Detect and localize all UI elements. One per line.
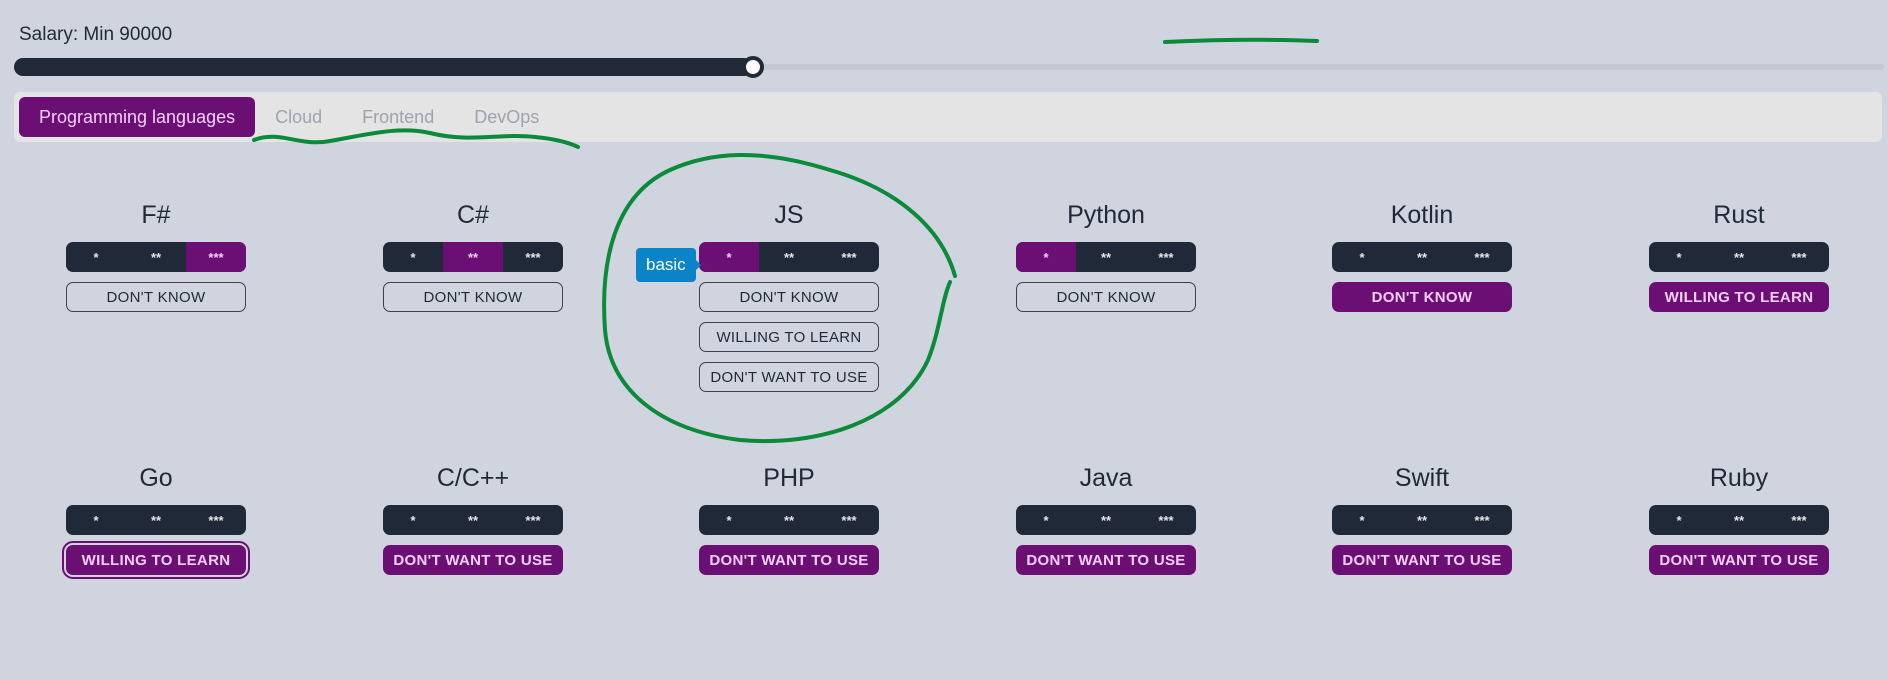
dont-want-to-use-button[interactable]: DON'T WANT TO USE (1016, 545, 1196, 575)
dont-know-button[interactable]: DON'T KNOW (1016, 282, 1196, 312)
skill-level-selector: ****** (1649, 505, 1829, 535)
level-3-button[interactable]: *** (1474, 512, 1490, 528)
language-card-php: PHP******DON'T WANT TO USE (699, 463, 879, 575)
tab-devops[interactable]: DevOps (474, 106, 540, 127)
language-card-c-sharp: C#******DON'T KNOW (383, 200, 563, 312)
level-2-button[interactable]: ** (1416, 512, 1428, 528)
level-1-button[interactable]: * (1016, 242, 1076, 272)
skill-level-selector: ****** (1016, 242, 1196, 272)
language-card-kotlin: Kotlin******DON'T KNOW (1332, 200, 1512, 312)
skill-level-selector: ****** (383, 242, 563, 272)
language-name: Rust (1713, 201, 1765, 229)
language-card-rust: Rust******WILLING TO LEARN (1649, 200, 1829, 312)
level-3-button[interactable]: *** (1791, 249, 1807, 265)
language-card-f-sharp: F#******DON'T KNOW (66, 200, 246, 312)
dont-know-button[interactable]: DON'T KNOW (699, 282, 879, 312)
level-2-button[interactable]: ** (783, 249, 795, 265)
level-2-button[interactable]: ** (1100, 249, 1112, 265)
level-2-button[interactable]: ** (1100, 512, 1112, 528)
level-3-button[interactable]: *** (1791, 512, 1807, 528)
skill-level-selector: ****** (1332, 242, 1512, 272)
level-1-button[interactable]: * (1676, 512, 1682, 528)
level-3-button[interactable]: *** (1158, 512, 1174, 528)
level-1-button[interactable]: * (1359, 249, 1365, 265)
language-card-java: Java******DON'T WANT TO USE (1016, 463, 1196, 575)
tab-programming-languages[interactable]: Programming languages (19, 97, 256, 137)
dont-want-to-use-button[interactable]: DON'T WANT TO USE (699, 545, 879, 575)
language-card-swift: Swift******DON'T WANT TO USE (1332, 463, 1512, 575)
skill-level-selector: ****** (699, 242, 879, 272)
skill-level-selector: ****** (699, 505, 879, 535)
level-3-button[interactable]: *** (1474, 249, 1490, 265)
dont-want-to-use-button[interactable]: DON'T WANT TO USE (1332, 545, 1512, 575)
level-1-button[interactable]: * (1043, 512, 1049, 528)
skill-level-selector: ****** (66, 242, 246, 272)
language-name: Go (139, 464, 173, 492)
level-2-button[interactable]: ** (1416, 249, 1428, 265)
level-2-button[interactable]: ** (150, 512, 162, 528)
level-1-button[interactable]: * (1359, 512, 1365, 528)
level-1-button[interactable]: * (699, 242, 759, 272)
skill-level-selector: ****** (1016, 505, 1196, 535)
language-name: F# (141, 201, 171, 229)
level-1-button[interactable]: * (93, 512, 99, 528)
level-2-button[interactable]: ** (783, 512, 795, 528)
willing-to-learn-button[interactable]: WILLING TO LEARN (62, 541, 250, 579)
level-3-button[interactable]: *** (525, 512, 541, 528)
slider-track[interactable] (14, 64, 1884, 70)
skill-level-selector: ****** (66, 505, 246, 535)
level-2-button[interactable]: ** (1733, 249, 1745, 265)
level-2-button[interactable]: ** (1733, 512, 1745, 528)
language-name: JS (774, 201, 804, 229)
level-3-button[interactable]: *** (208, 512, 224, 528)
level-2-button[interactable]: ** (443, 242, 503, 272)
category-tabs: Programming languages Cloud Frontend Dev… (14, 92, 1882, 142)
language-name: C# (457, 201, 489, 229)
slider-fill (14, 58, 753, 76)
level-1-button[interactable]: * (726, 512, 732, 528)
language-name: PHP (763, 464, 815, 492)
dont-know-button[interactable]: DON'T KNOW (383, 282, 563, 312)
language-name: C/C++ (436, 464, 510, 492)
language-card-ruby: Ruby******DON'T WANT TO USE (1649, 463, 1829, 575)
language-name: Ruby (1709, 464, 1769, 492)
annotation-underline-top (1163, 37, 1319, 44)
dont-want-to-use-button[interactable]: DON'T WANT TO USE (383, 545, 563, 575)
tab-cloud[interactable]: Cloud (275, 106, 323, 127)
salary-slider[interactable] (14, 56, 1884, 78)
skill-level-selector: ****** (383, 505, 563, 535)
level-tooltip: basic (636, 248, 701, 282)
level-1-button[interactable]: * (93, 249, 99, 265)
level-3-button[interactable]: *** (186, 242, 246, 272)
skill-level-selector: ****** (1649, 242, 1829, 272)
willing-to-learn-button[interactable]: WILLING TO LEARN (699, 322, 879, 352)
salary-label: Salary: Min 90000 (19, 24, 173, 45)
language-name: Python (1067, 201, 1145, 229)
skill-level-selector: ****** (1332, 505, 1512, 535)
dont-want-to-use-button[interactable]: DON'T WANT TO USE (699, 362, 879, 392)
level-3-button[interactable]: *** (841, 249, 857, 265)
level-2-button[interactable]: ** (150, 249, 162, 265)
language-name: Kotlin (1390, 201, 1454, 229)
level-1-button[interactable]: * (1676, 249, 1682, 265)
level-2-button[interactable]: ** (467, 512, 479, 528)
slider-thumb[interactable] (741, 56, 764, 78)
language-card-python: Python******DON'T KNOW (1016, 200, 1196, 312)
language-name: Swift (1394, 464, 1450, 492)
language-card-go: Go******WILLING TO LEARN (62, 463, 250, 579)
dont-know-button[interactable]: DON'T KNOW (66, 282, 246, 312)
dont-want-to-use-button[interactable]: DON'T WANT TO USE (1649, 545, 1829, 575)
tab-frontend[interactable]: Frontend (362, 106, 435, 127)
willing-to-learn-button[interactable]: WILLING TO LEARN (1649, 282, 1829, 312)
language-name: Java (1079, 464, 1133, 492)
level-1-button[interactable]: * (410, 249, 416, 265)
language-card-c-cpp: C/C++******DON'T WANT TO USE (383, 463, 563, 575)
level-1-button[interactable]: * (410, 512, 416, 528)
level-3-button[interactable]: *** (525, 249, 541, 265)
level-3-button[interactable]: *** (841, 512, 857, 528)
level-3-button[interactable]: *** (1158, 249, 1174, 265)
dont-know-button[interactable]: DON'T KNOW (1332, 282, 1512, 312)
